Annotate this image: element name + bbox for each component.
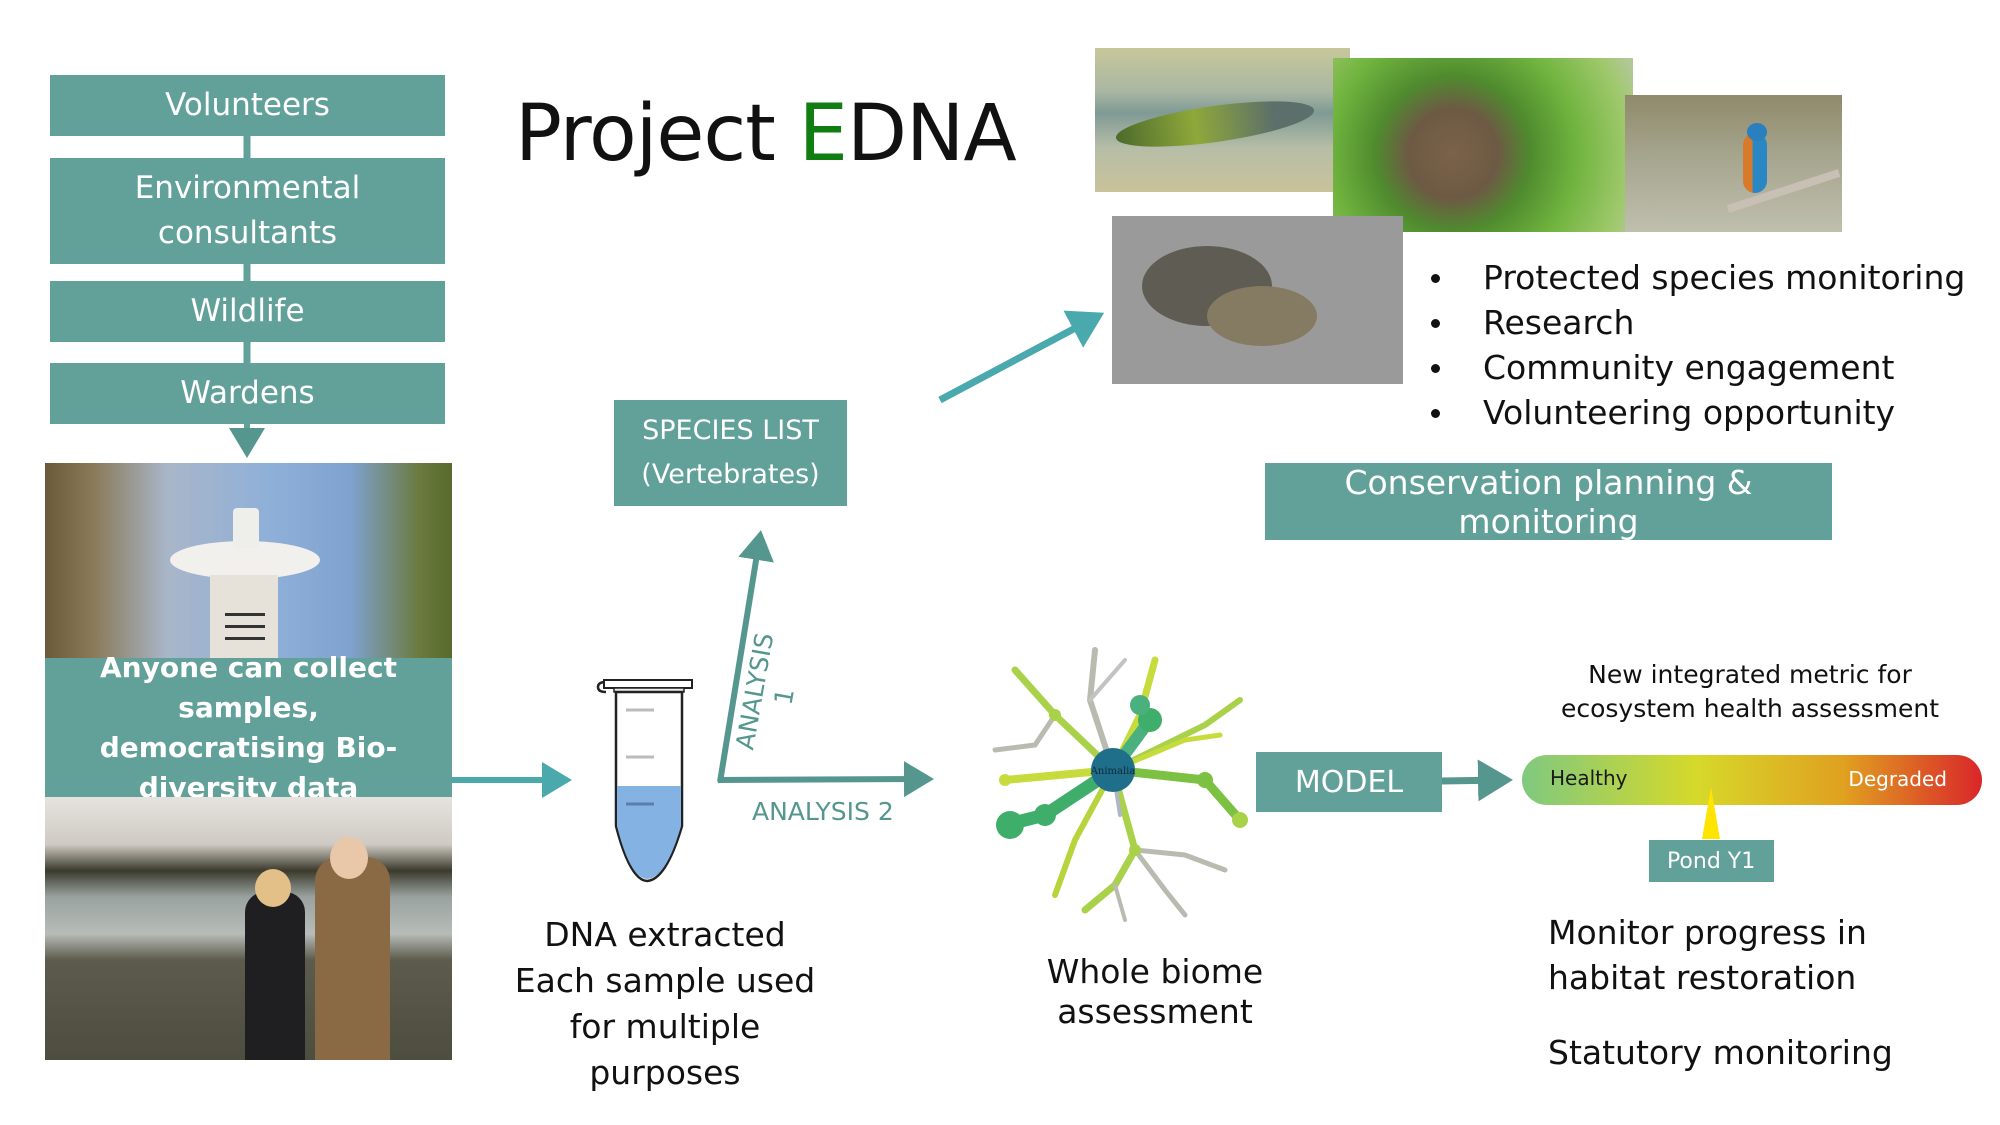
syringe-filter-photo xyxy=(45,463,452,658)
uses-list: Protected species monitoring Research Co… xyxy=(1425,255,1965,435)
uses-list-item: Research xyxy=(1425,300,1965,345)
degraded-label: Degraded xyxy=(1848,767,1947,791)
biome-caption-text: Whole biome assessment xyxy=(1046,952,1264,1031)
collection-banner-text: Anyone can collect samples, democratisin… xyxy=(99,650,398,804)
species-list-title: SPECIES LIST xyxy=(642,415,819,446)
analysis-1-text: ANALYSIS 1 xyxy=(730,630,800,752)
collection-banner: Anyone can collect samples, democratisin… xyxy=(45,651,452,804)
metric-heading: New integrated metric for ecosystem heal… xyxy=(1520,658,1980,726)
model-box: MODEL xyxy=(1256,752,1442,812)
restoration-outcome: Monitor progress in habitat restoration xyxy=(1548,910,1928,1000)
health-gradient-bar: Healthy Degraded xyxy=(1522,755,1982,805)
species-to-photos-arrow xyxy=(938,310,1105,404)
statutory-outcome-text: Statutory monitoring xyxy=(1548,1033,1893,1072)
toads-photo xyxy=(1112,216,1403,384)
title-prefix: Project xyxy=(515,89,799,179)
conservation-box: Conservation planning & monitoring xyxy=(1265,462,1832,541)
biome-caption: Whole biome assessment xyxy=(1030,952,1280,1032)
uses-list-item: Protected species monitoring xyxy=(1425,255,1965,300)
uses-list-item: Volunteering opportunity xyxy=(1425,390,1965,435)
dna-caption: DNA extracted Each sample used for multi… xyxy=(505,912,825,1096)
analysis-2-label: ANALYSIS 2 xyxy=(752,796,894,828)
statutory-outcome: Statutory monitoring xyxy=(1548,1030,1893,1075)
uses-list-item: Community engagement xyxy=(1425,345,1965,390)
stakeholder-label: Volunteers xyxy=(165,87,330,123)
stakeholder-label: Wardens xyxy=(180,375,315,411)
page-title: Project EDNA xyxy=(515,88,1017,180)
healthy-label: Healthy xyxy=(1550,766,1628,790)
stakeholder-volunteers: Volunteers xyxy=(50,75,445,136)
pond-y1-label: Pond Y1 xyxy=(1648,840,1774,882)
bullet-icon xyxy=(1431,319,1440,328)
stakeholder-wardens: Wardens xyxy=(50,363,445,424)
uses-item-text: Protected species monitoring xyxy=(1483,258,1966,297)
restoration-outcome-text: Monitor progress in habitat restoration xyxy=(1548,913,1867,997)
uses-item-text: Community engagement xyxy=(1483,348,1895,387)
kingfisher-photo xyxy=(1625,95,1842,232)
conservation-label: Conservation planning & monitoring xyxy=(1344,462,1753,541)
stakeholder-environmental-consultants: Environmental consultants xyxy=(50,158,445,264)
species-list-subtitle: (Vertebrates) xyxy=(641,459,820,490)
title-highlight: E xyxy=(798,89,848,179)
pond-y1-text: Pond Y1 xyxy=(1666,848,1756,874)
analysis-2-arrow xyxy=(717,761,934,798)
model-label: MODEL xyxy=(1294,764,1404,800)
bullet-icon xyxy=(1431,274,1440,283)
bullet-icon xyxy=(1431,409,1440,418)
taxonomy-network-graph: Animalia xyxy=(992,647,1248,922)
stakeholder-label: Environmental consultants xyxy=(134,170,361,251)
species-list-box: SPECIES LIST (Vertebrates) xyxy=(614,400,847,506)
graph-center-node xyxy=(1091,748,1135,792)
water-vole-photo xyxy=(1333,58,1633,232)
title-suffix: DNA xyxy=(846,89,1017,179)
model-to-metric-arrow xyxy=(1441,759,1513,802)
graph-center-label: Animalia xyxy=(1090,766,1136,777)
dna-caption-text: DNA extracted Each sample used for multi… xyxy=(514,915,816,1092)
sample-tube-icon xyxy=(596,679,693,883)
children-at-pond-photo xyxy=(45,797,452,1060)
uses-item-text: Research xyxy=(1483,303,1635,342)
stickleback-photo xyxy=(1095,48,1350,192)
metric-heading-text: New integrated metric for ecosystem heal… xyxy=(1560,660,1939,723)
uses-item-text: Volunteering opportunity xyxy=(1483,393,1896,432)
analysis-2-text: ANALYSIS 2 xyxy=(752,797,894,826)
stakeholder-label: Wildlife xyxy=(190,293,305,329)
analysis-1-label: ANALYSIS 1 xyxy=(728,620,811,768)
bullet-icon xyxy=(1431,364,1440,373)
pond-marker-pointer xyxy=(1701,787,1720,839)
stakeholder-wildlife: Wildlife xyxy=(50,281,445,342)
